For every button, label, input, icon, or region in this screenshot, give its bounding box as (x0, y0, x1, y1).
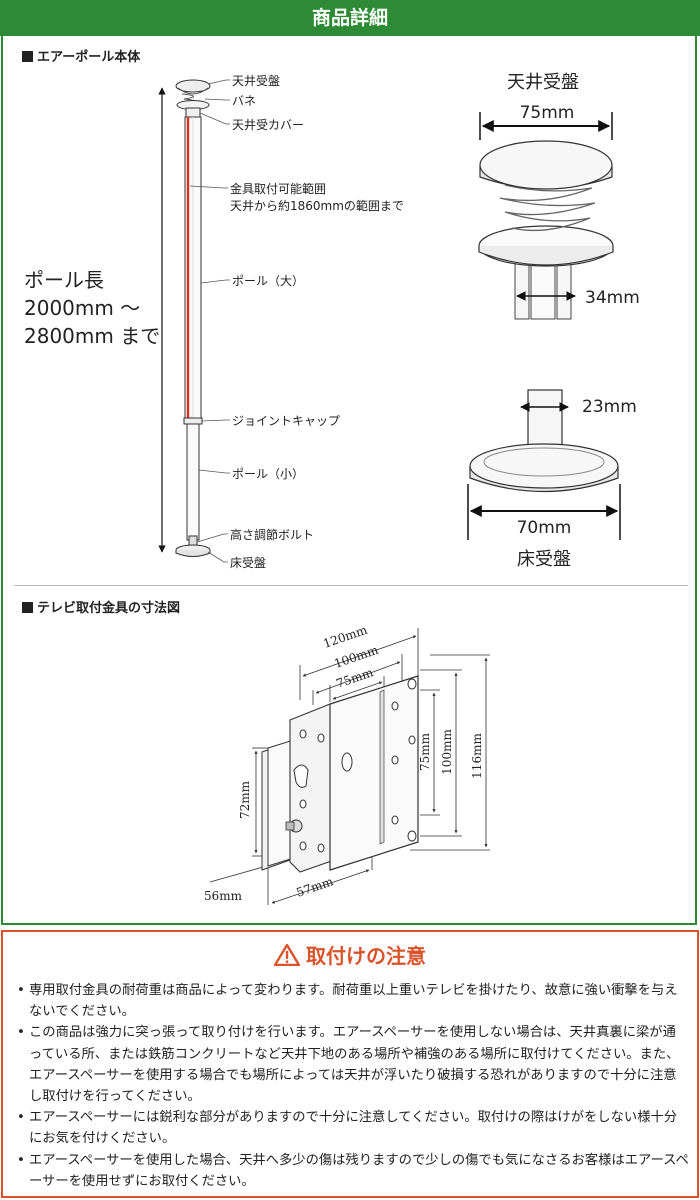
pole-section-heading: エアーポール本体 (22, 46, 140, 65)
dim-72: 72mm (238, 780, 252, 819)
caution-note: 専用取付金具の耐荷重は商品によって変わります。耐荷重以上重いテレビを掛けたり、故… (17, 980, 689, 1022)
joint-cap-shape (183, 417, 203, 425)
caution-title: 取付けの注意 (3, 940, 697, 969)
floor-detail-title: 床受盤 (517, 549, 571, 570)
bracket-section-heading: テレビ取付金具の寸法図 (22, 597, 180, 616)
pole-body-drawing (158, 79, 230, 563)
square-bullet-icon (22, 602, 33, 613)
callout-ceiling-cover: 天井受カバー (232, 118, 304, 132)
caution-note: エアースペーサーを使用した場合、天井へ多少の傷は残りますので少しの傷でも気になさ… (17, 1150, 689, 1192)
ceiling-detail-title: 天井受盤 (507, 72, 579, 93)
pole-length-line1: ポール長 (24, 268, 104, 292)
tv-bracket-drawing (209, 628, 490, 905)
callout-range-line2: 天井から約1860mmの範囲まで (230, 198, 404, 213)
pole-section-heading-text: エアーポール本体 (37, 50, 141, 65)
floor-plate-detail: 23mm 70mm 床受盤 (467, 389, 637, 570)
diagram-canvas: 天井受盤 バネ 天井受カバー 金具取付可能範囲 天井から約1860mmの範囲まで… (24, 72, 640, 905)
pole-length-line2: 2000mm ～ (24, 296, 140, 320)
callout-ceiling-plate: 天井受盤 (232, 74, 280, 88)
pole-length-line3: 2800mm まで (24, 324, 160, 348)
ceiling-detail-pole-dia: 34mm (585, 288, 640, 308)
dim-h100: 100mm (440, 729, 454, 775)
callout-joint-cap: ジョイントキャップ (232, 414, 340, 428)
floor-detail-width: 70mm (517, 518, 572, 538)
dim-116: 116mm (470, 733, 484, 779)
section-header: 商品詳細 (0, 0, 700, 36)
callout-floor-plate: 床受盤 (230, 556, 266, 570)
caution-note: この商品は強力に突っ張って取り付けを行います。エアースペーサーを使用しない場合は… (17, 1022, 689, 1107)
dim-57: 57mm (294, 874, 335, 900)
bracket-section-heading-text: テレビ取付金具の寸法図 (37, 601, 181, 616)
dim-h75: 75mm (418, 732, 432, 771)
callout-spring: バネ (232, 94, 256, 108)
floor-detail-bolt: 23mm (582, 397, 637, 417)
caution-notes: 専用取付金具の耐荷重は商品によって変わります。耐荷重以上重いテレビを掛けたり、故… (17, 980, 689, 1192)
ceiling-cover-shape (185, 107, 201, 118)
caution-note: エアースペーサーには鋭利な部分がありますので十分に注意してください。取付けの際は… (17, 1107, 689, 1149)
callout-range-line1: 金具取付可能範囲 (230, 181, 326, 196)
dim-w100: 100mm (332, 643, 380, 671)
callout-height-bolt: 高さ調節ボルト (230, 527, 314, 542)
pole-small-shape (186, 423, 200, 541)
ceiling-detail-width: 75mm (520, 103, 575, 123)
caution-title-text: 取付けの注意 (306, 944, 426, 968)
callout-pole-large: ポール（大） (232, 274, 304, 288)
caution-box: 取付けの注意 専用取付金具の耐荷重は商品によって変わります。耐荷重以上重いテレビ… (1, 930, 699, 1198)
callout-pole-small: ポール（小） (232, 467, 304, 481)
dim-56: 56mm (204, 889, 243, 903)
warning-icon (274, 944, 300, 966)
ceiling-plate-detail: 天井受盤 75mm 34mm (478, 72, 640, 320)
square-bullet-icon (22, 51, 33, 62)
ceiling-plate-shape (175, 79, 211, 93)
section-divider (14, 585, 688, 586)
